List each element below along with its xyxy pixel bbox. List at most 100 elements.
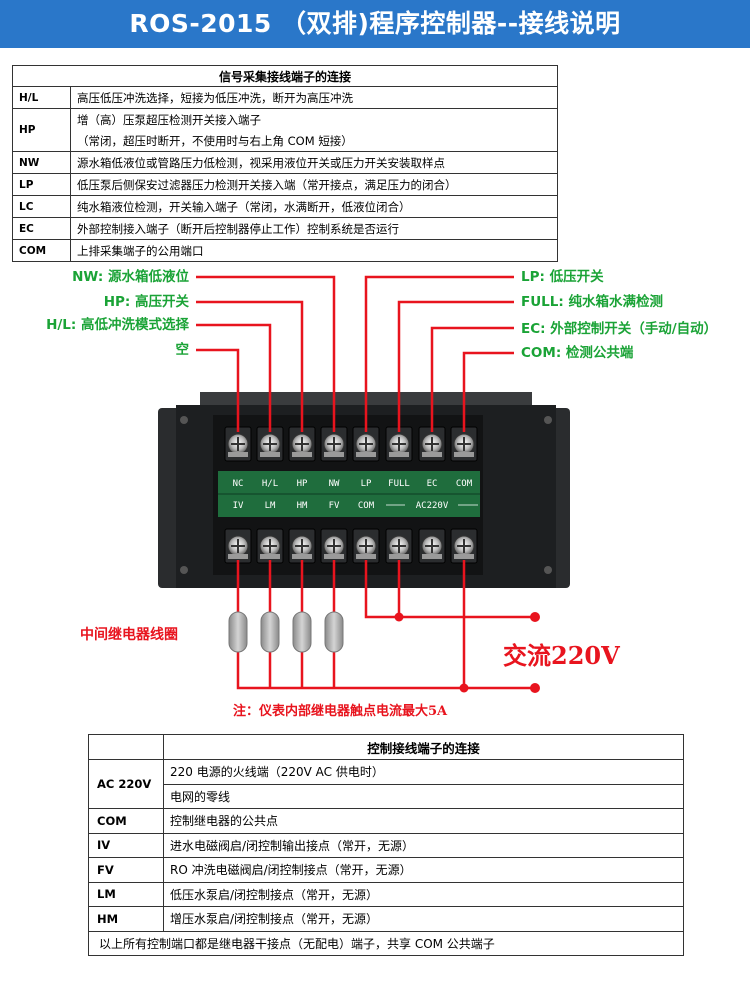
row-key: COM — [12, 239, 71, 262]
row-desc: 电网的零线 — [163, 783, 684, 809]
leader-ec — [430, 326, 514, 432]
row-key: AC 220V — [88, 759, 164, 809]
leader-lp — [364, 275, 514, 432]
terminal-label-hm: HM — [297, 501, 308, 511]
top-screw-terminal-3 — [320, 426, 348, 462]
callout-ec: EC: 外部控制开关（手动/自动） — [521, 320, 717, 337]
row-key: IV — [88, 832, 164, 858]
signal-terminal-table: 信号采集接线端子的连接 H/L 高压低压冲洗选择，短接为低压冲洗，断开为高压冲洗… — [12, 65, 558, 262]
top-screw-terminal-5 — [385, 426, 413, 462]
row-desc: RO 冲洗电磁阀启/闭控制接点（常开，无源） — [163, 857, 684, 883]
row-key: LC — [12, 195, 71, 218]
wire-com — [364, 560, 535, 619]
table-row: HP 增（高）压泵超压检测开关接入端子 — [12, 108, 558, 152]
signal-table-title: 信号采集接线端子的连接 — [12, 65, 558, 87]
row-desc: （常闭，超压时断开，不使用时与右上角 COM 短接） — [70, 130, 558, 152]
bottom-screw-terminal-6 — [418, 528, 446, 564]
row-key: EC — [12, 217, 71, 240]
bottom-screw-terminal-5 — [385, 528, 413, 564]
bottom-screw-terminal-4 — [352, 528, 380, 564]
row-key: LM — [88, 881, 164, 907]
top-screw-terminal-7 — [450, 426, 478, 462]
terminal-label-com-bottom: COM — [358, 501, 375, 511]
leader-full — [397, 300, 514, 432]
table-row: H/L 高压低压冲洗选择，短接为低压冲洗，断开为高压冲洗 — [12, 86, 558, 109]
terminal-label-nw: NW — [329, 479, 340, 489]
relay-coil — [228, 611, 248, 653]
control-terminal-table: 控制接线端子的连接 AC 220V 220 电源的火线端（220V AC 供电时… — [88, 734, 684, 956]
row-desc: 低压水泵启/闭控制接点（常开，无源） — [163, 881, 684, 907]
relay-coil — [260, 611, 280, 653]
table-row: COM 控制继电器的公共点 — [88, 808, 684, 834]
wire-junction-dot — [459, 683, 469, 693]
row-desc: 220 电源的火线端（220V AC 供电时） — [163, 759, 684, 785]
terminal-label-com: COM — [456, 479, 473, 489]
table-row: IV 进水电磁阀启/闭控制输出接点（常开，无源） — [88, 832, 684, 858]
control-table-footer: 以上所有控制端口都是继电器干接点（无配电）端子，共享 COM 公共端子 — [88, 930, 684, 956]
row-key: LP — [12, 173, 71, 196]
bottom-screw-terminal-0 — [224, 528, 252, 564]
control-table-title: 控制接线端子的连接 — [163, 734, 684, 760]
top-screw-terminal-2 — [288, 426, 316, 462]
top-screw-terminal-1 — [256, 426, 284, 462]
top-screw-terminal-4 — [352, 426, 380, 462]
row-desc: 进水电磁阀启/闭控制输出接点（常开，无源） — [163, 832, 684, 858]
callout-nw: NW: 源水箱低液位 — [72, 268, 189, 285]
row-key: FV — [88, 857, 164, 883]
row-desc: 低压泵后侧保安过滤器压力检测开关接入端（常开接点，满足压力的闭合） — [70, 173, 558, 196]
terminal-label-fv: FV — [329, 501, 340, 511]
top-screw-terminal-0 — [224, 426, 252, 462]
table-row: COM 上排采集端子的公用端口 — [12, 239, 558, 262]
bottom-screw-terminal-1 — [256, 528, 284, 564]
relay-coil-label: 中间继电器线圈 — [80, 626, 178, 643]
row-key: HM — [88, 906, 164, 932]
relay-contact-note: 注：仪表内部继电器触点电流最大5A — [233, 703, 448, 719]
table-row: LP 低压泵后侧保安过滤器压力检测开关接入端（常开接点，满足压力的闭合） — [12, 173, 558, 196]
row-desc: 源水箱低液位或管路压力低检测，视采用液位开关或压力开关安装取样点 — [70, 151, 558, 174]
row-key: HP — [12, 108, 71, 152]
leader-nw — [196, 275, 336, 432]
callout-full: FULL: 纯水箱水满检测 — [521, 293, 663, 310]
bottom-screw-terminal-7 — [450, 528, 478, 564]
leader-hp — [196, 300, 304, 432]
table-row: LM 低压水泵启/闭控制接点（常开，无源） — [88, 881, 684, 907]
table-row: HM 增压水泵启/闭控制接点（常开，无源） — [88, 906, 684, 932]
callout-com: COM: 检测公共端 — [521, 344, 634, 361]
wire-junction-dot — [394, 612, 404, 622]
page-title-banner: ROS-2015 （双排)程序控制器--接线说明 — [0, 0, 750, 48]
table-row: LC 纯水箱液位检测，开关输入端子（常闭，水满断开，低液位闭合） — [12, 195, 558, 218]
table-row: FV RO 冲洗电磁阀启/闭控制接点（常开，无源） — [88, 857, 684, 883]
row-desc: 高压低压冲洗选择，短接为低压冲洗，断开为高压冲洗 — [70, 86, 558, 109]
row-desc: 上排采集端子的公用端口 — [70, 239, 558, 262]
control-table-corner — [88, 734, 164, 760]
leader-empty — [196, 348, 240, 432]
terminal-label-iv: IV — [233, 501, 244, 511]
bottom-screw-terminal-2 — [288, 528, 316, 564]
terminal-label-lp: LP — [361, 479, 372, 489]
relay-coil — [292, 611, 312, 653]
relay-coil — [324, 611, 344, 653]
row-desc: 纯水箱液位检测，开关输入端子（常闭，水满断开，低液位闭合） — [70, 195, 558, 218]
page-title: ROS-2015 （双排)程序控制器--接线说明 — [129, 9, 621, 38]
table-row: 电网的零线 — [89, 783, 684, 809]
top-screw-terminal-6 — [418, 426, 446, 462]
table-row: NW 源水箱低液位或管路压力低检测，视采用液位开关或压力开关安装取样点 — [12, 151, 558, 174]
bottom-screw-terminal-3 — [320, 528, 348, 564]
row-key: COM — [88, 808, 164, 834]
wiring-diagram: NW: 源水箱低液位 HP: 高压开关 H/L: 高低冲洗模式选择 空 LP: … — [46, 268, 717, 719]
terminal-label-ec: EC — [427, 479, 438, 489]
row-desc: 外部控制接入端子（断开后控制器停止工作）控制系统是否运行 — [70, 217, 558, 240]
callout-lp: LP: 低压开关 — [521, 268, 604, 285]
terminal-label-lm: LM — [265, 501, 276, 511]
terminal-label-hl: H/L — [262, 479, 278, 489]
row-desc: 增压水泵启/闭控制接点（常开，无源） — [163, 906, 684, 932]
callout-hl: H/L: 高低冲洗模式选择 — [46, 316, 189, 333]
callout-hp: HP: 高压开关 — [104, 293, 190, 310]
leader-com — [462, 351, 514, 432]
table-row: （常闭，超压时断开，不使用时与右上角 COM 短接） — [13, 130, 558, 152]
table-row: 以上所有控制端口都是继电器干接点（无配电）端子，共享 COM 公共端子 — [88, 930, 684, 956]
table-row: AC 220V 220 电源的火线端（220V AC 供电时） — [88, 759, 684, 809]
row-key: NW — [12, 151, 71, 174]
terminal-label-full: FULL — [388, 479, 410, 489]
table-row: EC 外部控制接入端子（断开后控制器停止工作）控制系统是否运行 — [12, 217, 558, 240]
